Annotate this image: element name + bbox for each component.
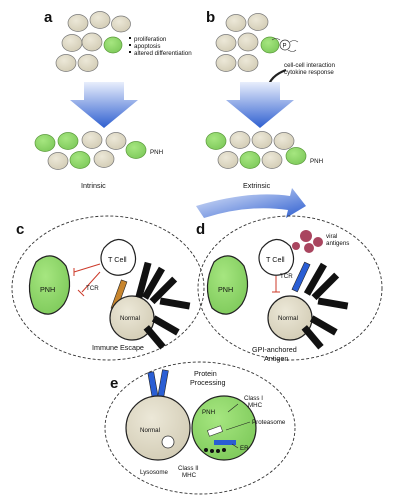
panel-a-caption: Intrinsic [81,181,106,190]
normal-cell [61,34,83,52]
panel-b-letter: b [206,9,215,26]
panel-b-interaction-1: cell-cell interaction [284,62,335,69]
panel-d-viral-2: antigens [326,240,349,247]
panel-a: a proliferation apoptosis altered differ… [34,9,192,190]
bullet-2: apoptosis [134,43,161,50]
t-cell [258,238,295,276]
panel-d-caption-1: GPI-anchored [252,345,297,354]
panel-e-er-label: ER [240,445,249,452]
panel-d: d PNH T Cell TCR viral antigens Normal G… [196,215,383,363]
panel-d-tcr-label: TCR [280,273,293,280]
panel-d-normal-label: Normal [278,315,298,322]
panel-d-receptors [301,262,349,350]
normal-cell [55,54,77,72]
down-arrow-icon [226,82,294,128]
panel-a-pnh-label: PNH [150,149,163,156]
panel-c-receptors [135,261,191,350]
panel-d-boundary [197,215,383,361]
panel-c-letter: c [16,221,24,238]
panel-e-boundary [104,361,296,495]
panel-c-boundary [11,215,205,361]
panel-b: b P cell-cell interaction cytokine respo… [205,9,335,190]
proteasome-icon [207,425,223,437]
lysosome [161,435,175,449]
panel-a-normal-cluster [55,11,131,72]
panel-d-tcell-label: T Cell [266,255,285,264]
panel-a-bullets: proliferation apoptosis altered differen… [129,36,192,57]
normal-cell [89,11,111,29]
er-band [214,440,236,445]
panel-c-caption: Immune Escape [92,343,144,352]
panel-b-bottom-cluster [205,131,307,169]
blue-receptor [157,369,169,399]
panel-e-letter: e [110,375,118,392]
pnh-cell [260,36,280,54]
t-cell [100,238,137,276]
blue-receptor [291,261,311,293]
bullet-1: proliferation [134,36,167,43]
tcr-connectors [73,263,101,297]
panel-b-caption: Extrinsic [243,181,271,190]
normal-cell [67,14,89,32]
panel-c-normal-label: Normal [120,315,140,322]
peptide-chain [204,448,226,453]
panel-d-letter: d [196,221,205,238]
curved-arrow-icon [196,188,306,218]
panel-e-normal-label: Normal [140,427,160,434]
pnh-cell [28,255,71,315]
panel-a-bottom-cluster [34,131,147,170]
panel-e-title-1: Protein [194,369,217,378]
panel-a-letter: a [44,9,53,26]
normal-cell [111,15,131,33]
pnh-cell [206,255,249,315]
panel-e: e Protein Processing Normal Lysosome Cla… [104,361,296,495]
panel-c-pnh-label: PNH [40,285,55,294]
panel-b-interaction-2: cytokine response [284,69,334,76]
svg-text:P: P [283,44,287,50]
bullet-3: altered differentiation [134,50,192,57]
panel-e-class2-1: Class II [178,465,199,472]
panel-e-title-2: Processing [190,378,226,387]
panel-d-pnh-label: PNH [218,285,233,294]
panel-e-class1-1: Class I [244,395,263,402]
panel-c-tcell-label: T Cell [108,255,127,264]
leader-lines [225,403,251,449]
panel-e-proteasome-label: Proteasome [252,419,286,426]
panel-d-viral-1: viral [326,233,337,240]
panel-e-class1-2: MHC [248,402,263,409]
panel-e-lysosome-label: Lysosome [140,469,169,476]
panel-e-class2-2: MHC [182,472,197,479]
viral-antigens [292,230,323,253]
pnh-cell [191,395,257,461]
panel-e-pnh-label: PNH [202,409,215,416]
panel-d-caption-2: Antigen [264,354,288,363]
down-arrow-icon [70,82,138,128]
panel-b-pnh-label: PNH [310,158,323,165]
panel-b-normal-cluster [215,13,269,72]
normal-cell [77,54,99,72]
panel-c-tcr-label: TCR [86,285,99,292]
blue-receptor [147,371,159,399]
phosphate-molecule-icon: P [271,38,299,52]
pnh-cell [103,36,123,54]
tcr-connectors [272,276,280,293]
normal-cell [81,32,103,52]
panel-c: c PNH T Cell TCR Normal Immune Escape [11,215,205,361]
